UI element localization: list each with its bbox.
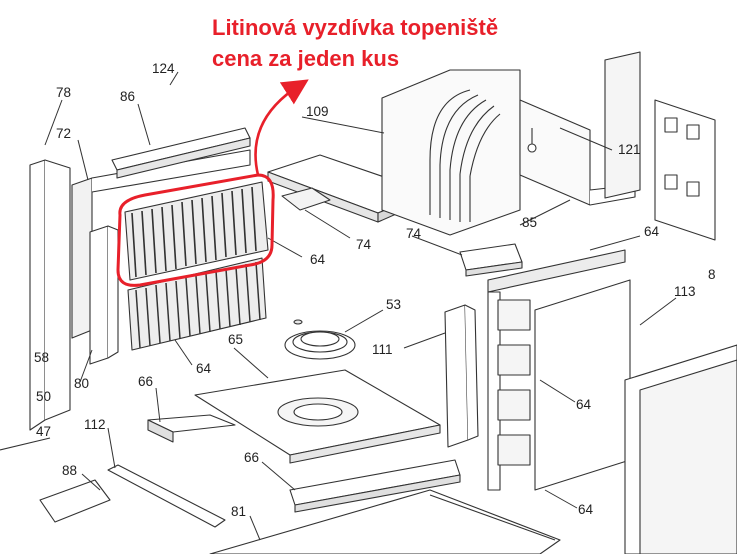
part-label-112: 112 — [84, 417, 106, 432]
part-label-58: 58 — [34, 350, 49, 365]
part-label-47: 47 — [36, 424, 51, 439]
part-label-74b: 74 — [406, 226, 422, 241]
part-label-85: 85 — [522, 215, 537, 230]
part-labels: 124 78 86 72 109 121 85 74 74 64 64 64 5… — [34, 61, 716, 519]
part-label-124: 124 — [152, 61, 175, 76]
bar-diagonal — [107, 464, 226, 528]
left-side-panel — [29, 159, 71, 431]
part-label-64-right-bottom: 64 — [578, 502, 594, 517]
part-label-88: 88 — [62, 463, 77, 478]
part-label-66-left: 66 — [138, 374, 153, 389]
highlight-arrow — [254, 79, 309, 176]
leader-lines — [44, 71, 677, 541]
right-upper-panel — [604, 51, 716, 241]
part-label-80: 80 — [74, 376, 89, 391]
part-label-86: 86 — [120, 89, 135, 104]
highlight-annotation — [116, 79, 309, 287]
caption-line-1: Litinová vyzdívka topeniště — [212, 15, 498, 40]
part-label-64-right-top: 64 — [644, 224, 660, 239]
part-label-64-right-mid: 64 — [576, 397, 592, 412]
part-label-74: 74 — [356, 237, 372, 252]
grate-ring — [284, 319, 356, 360]
left-bottom-parts — [0, 437, 111, 523]
lining-stack-right — [487, 249, 631, 491]
part-label-121: 121 — [618, 142, 641, 157]
grate-frame — [194, 369, 441, 464]
part-label-64-upper: 64 — [310, 252, 326, 267]
part-label-65: 65 — [228, 332, 243, 347]
part-label-113: 113 — [674, 284, 696, 299]
part-label-53: 53 — [386, 297, 401, 312]
bar-left — [147, 414, 236, 443]
side-bar — [444, 304, 479, 448]
lining-plate-lower — [127, 257, 267, 351]
highlight-ring — [116, 173, 275, 287]
bottom-tray — [209, 489, 561, 554]
part-label-8: 8 — [708, 267, 716, 282]
right-door-panel — [624, 344, 737, 554]
part-label-111: 111 — [372, 342, 393, 357]
top-bar — [111, 127, 251, 179]
back-casting — [381, 69, 521, 236]
part-label-50: 50 — [36, 389, 51, 404]
part-label-109: 109 — [306, 104, 329, 119]
part-label-64-lower: 64 — [196, 361, 212, 376]
side-rail — [89, 225, 119, 365]
bracket — [459, 243, 523, 277]
bar-bottom — [289, 459, 461, 513]
part-label-81: 81 — [231, 504, 246, 519]
back-plate — [71, 149, 251, 339]
lining-plate-upper — [124, 181, 269, 281]
part-label-66-bottom: 66 — [244, 450, 259, 465]
part-label-72: 72 — [56, 126, 71, 141]
part-label-78: 78 — [56, 85, 71, 100]
caption-line-2: cena za jeden kus — [212, 46, 399, 71]
